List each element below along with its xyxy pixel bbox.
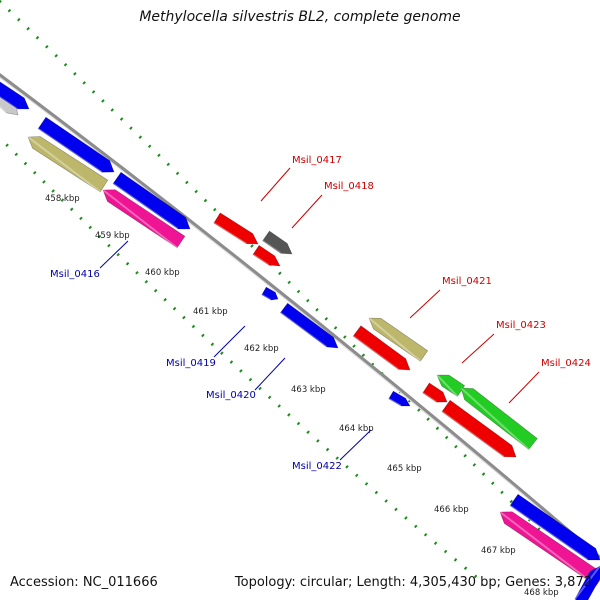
- tick-label: 461 kbp: [193, 307, 228, 317]
- leader-msil-0418: [291, 194, 323, 229]
- genome-summary: Topology: circular; Length: 4,305,430 bp…: [234, 575, 592, 590]
- accession-text: Accession: NC_011666: [10, 575, 158, 590]
- leader-msil-0417: [260, 167, 291, 202]
- gene-labels: Msil_0416Msil_0417Msil_0418Msil_0419Msil…: [50, 155, 591, 472]
- gene-arrow-msil-0421[interactable]: [368, 317, 429, 362]
- leader-msil-0416: [99, 240, 129, 269]
- gene-arrow-21[interactable]: [499, 511, 600, 587]
- tick-label: 468 kbp: [524, 588, 559, 598]
- gene-arrow-8-highlight: [213, 222, 247, 245]
- genome-backbone-highlight: [0, 76, 600, 561]
- gene-arrow-1-highlight: [0, 105, 7, 114]
- gene-arrow-14[interactable]: [352, 325, 411, 371]
- gene-arrow-17-highlight: [422, 392, 437, 403]
- gene-arrow-msil-0419-highlight: [261, 294, 272, 301]
- leader-msil-0420: [254, 357, 286, 391]
- gene-arrow-msil-0423[interactable]: [436, 374, 466, 397]
- tick-label: 467 kbp: [481, 546, 516, 556]
- leader-msil-0424: [508, 371, 540, 404]
- tick-label: 463 kbp: [291, 385, 326, 395]
- leader-msil-0419: [213, 325, 246, 358]
- gene-label-msil-0424[interactable]: Msil_0424: [541, 358, 591, 369]
- gene-label-msil-0416[interactable]: Msil_0416: [50, 269, 100, 280]
- tick-label: 459 kbp: [95, 231, 130, 241]
- gene-arrow-20[interactable]: [509, 493, 600, 561]
- tick-label: 462 kbp: [244, 344, 279, 354]
- genome-title: Methylocella silvestris BL2, complete ge…: [139, 9, 461, 25]
- gene-label-leaders: [99, 167, 540, 461]
- gene-label-msil-0417[interactable]: Msil_0417: [292, 155, 342, 166]
- gene-arrow-4[interactable]: [27, 136, 109, 193]
- tick-label: 458 kbp: [45, 194, 80, 204]
- gene-arrow-17[interactable]: [422, 382, 448, 403]
- leader-msil-0423: [461, 333, 495, 364]
- gene-arrow-22[interactable]: [574, 565, 600, 600]
- gene-label-msil-0419[interactable]: Msil_0419: [166, 358, 216, 369]
- gene-arrow-msil-0417-highlight: [262, 240, 281, 255]
- gene-arrow-4-highlight: [27, 136, 101, 193]
- gene-arrow-msil-0424-highlight: [460, 387, 530, 451]
- gene-arrow-3[interactable]: [37, 116, 115, 173]
- gene-arrow-msil-0422-highlight: [388, 398, 402, 407]
- gene-arrow-msil-0418[interactable]: [252, 244, 281, 267]
- leader-msil-0421: [409, 289, 441, 319]
- gene-arrow-msil-0418-highlight: [252, 253, 270, 266]
- gene-arrow-5-highlight: [112, 182, 179, 230]
- gene-arrow-20-highlight: [509, 504, 589, 561]
- gene-arrow-2[interactable]: [0, 78, 30, 110]
- gene-arrow-6[interactable]: [102, 189, 186, 249]
- gene-arrow-5[interactable]: [112, 171, 191, 230]
- gene-arrow-14-highlight: [352, 335, 399, 371]
- gene-arrow-8[interactable]: [213, 212, 259, 245]
- gene-arrow-msil-0417[interactable]: [262, 230, 293, 255]
- gene-label-msil-0420[interactable]: Msil_0420: [206, 390, 256, 401]
- gene-label-msil-0423[interactable]: Msil_0423: [496, 320, 546, 331]
- gene-arrow-msil-0419[interactable]: [261, 286, 279, 301]
- tick-label: 465 kbp: [387, 464, 422, 474]
- tick-label: 464 kbp: [339, 424, 374, 434]
- tick-label: 460 kbp: [145, 268, 180, 278]
- leader-msil-0422: [339, 429, 372, 461]
- gene-arrow-19-highlight: [441, 410, 505, 458]
- gene-layer: [0, 78, 600, 600]
- gene-arrow-msil-0424[interactable]: [460, 387, 538, 450]
- genome-backbone: [0, 73, 600, 560]
- gene-arrow-19[interactable]: [441, 399, 517, 458]
- gene-label-msil-0422[interactable]: Msil_0422: [292, 461, 342, 472]
- gene-arrow-msil-0420-highlight: [279, 311, 327, 348]
- gene-label-msil-0418[interactable]: Msil_0418: [324, 181, 374, 192]
- coordinate-ticks: 458 kbp 459 kbp 460 kbp 461 kbp 462 kbp 463 k…: [45, 194, 559, 598]
- gene-arrow-22-highlight: [574, 565, 600, 600]
- gene-arrow-msil-0423-highlight: [436, 374, 459, 398]
- gene-arrow-msil-0421-highlight: [368, 317, 421, 363]
- tick-label: 466 kbp: [434, 505, 469, 515]
- gene-arrow-6-highlight: [102, 189, 178, 249]
- gene-arrow-msil-0420[interactable]: [279, 302, 339, 349]
- gene-arrow-21-highlight: [499, 511, 597, 587]
- gene-arrow-msil-0422[interactable]: [388, 390, 411, 407]
- gene-arrow-3-highlight: [37, 127, 103, 174]
- gene-arrow-2-highlight: [0, 96, 18, 110]
- gene-label-msil-0421[interactable]: Msil_0421: [442, 276, 492, 287]
